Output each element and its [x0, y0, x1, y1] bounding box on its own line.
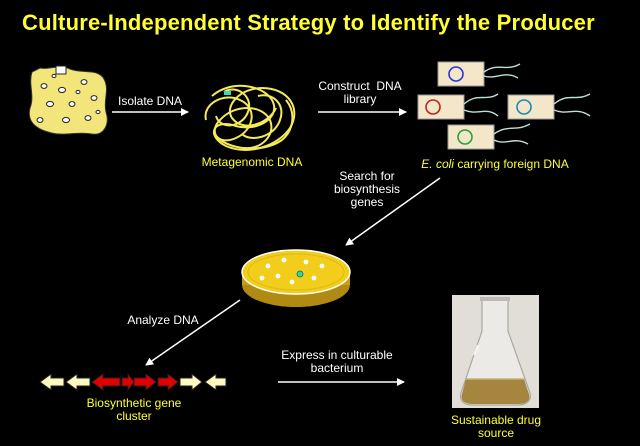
metagenomic-dna-icon [204, 84, 296, 151]
step-construct-line1: Construct DNA [318, 79, 402, 93]
step-isolate-dna: Isolate DNA [117, 94, 183, 108]
ecoli-cell-icon [417, 93, 499, 120]
drug-source-line2: source [477, 426, 515, 440]
petri-plate-icon [241, 249, 351, 307]
metagenomic-dna-label: Metagenomic DNA [201, 155, 303, 169]
gene-cluster-line1: Biosynthetic gene [86, 396, 182, 410]
step-search-line2: biosynthesis [333, 182, 401, 196]
drug-source-label: Sustainable drug source [436, 414, 556, 440]
step-search-genes: Search for biosynthesis genes [322, 170, 412, 209]
ecoli-cell-icon [507, 93, 591, 120]
step-express-line2: bacterium [310, 361, 364, 375]
gene-cluster-label: Biosynthetic gene cluster [74, 397, 194, 423]
step-express: Express in culturable bacterium [272, 349, 402, 375]
drug-source-line1: Sustainable drug [450, 413, 542, 427]
arrow-analyze [145, 299, 241, 366]
ecoli-rest: carrying foreign DNA [453, 157, 569, 171]
ecoli-cell-icon [437, 61, 521, 87]
step-search-line1: Search for [339, 169, 395, 183]
step-construct-library: Construct DNA library [314, 80, 406, 106]
gene-cluster-line2: cluster [116, 409, 152, 423]
step-construct-line2: library [343, 92, 377, 106]
page-title: Culture-Independent Strategy to Identify… [22, 10, 595, 35]
ecoli-cell-icon [447, 123, 531, 150]
flask-photo [452, 295, 539, 408]
arrow-search [345, 177, 441, 246]
step-express-line1: Express in culturable [281, 348, 393, 362]
step-search-line3: genes [350, 195, 384, 209]
gene-cluster-icon [39, 372, 227, 392]
ecoli-italic: E. coli [421, 157, 454, 171]
soil-sample-icon [28, 65, 108, 135]
ecoli-label: E. coli carrying foreign DNA [410, 158, 580, 171]
step-analyze-dna: Analyze DNA [127, 313, 199, 327]
